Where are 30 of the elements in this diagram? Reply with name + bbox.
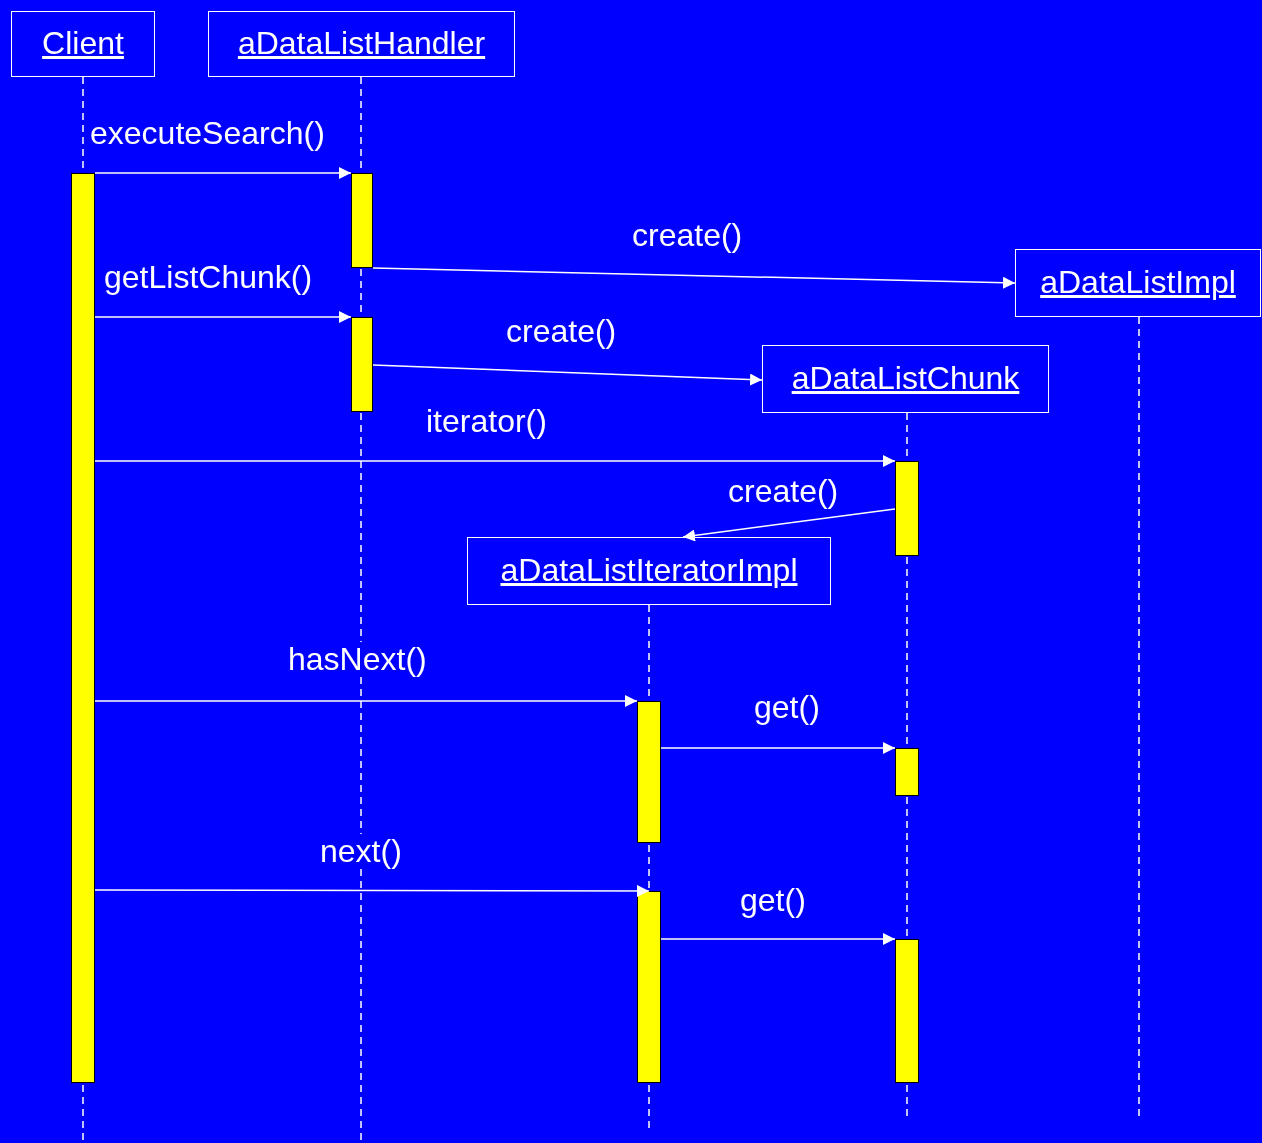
object-name: aDataListHandler	[237, 26, 486, 62]
object-name: Client	[42, 26, 124, 62]
message-arrow	[372, 267, 1016, 289]
message-arrow	[94, 311, 352, 323]
message-arrow	[682, 508, 896, 542]
message-label: hasNext()	[288, 642, 427, 678]
activation-bar	[351, 173, 373, 268]
message-arrow	[660, 933, 896, 945]
activation-bar	[895, 748, 919, 796]
object-name: aDataListChunk	[791, 361, 1020, 397]
object-box	[762, 345, 1049, 413]
message-arrow	[94, 167, 352, 179]
object-box	[208, 11, 515, 77]
message-arrow	[94, 455, 896, 467]
message-arrow	[372, 364, 763, 386]
object-name: aDataListIteratorImpl	[500, 553, 798, 589]
message-arrow	[94, 695, 638, 707]
activation-bar	[351, 317, 373, 412]
message-label: next()	[320, 834, 402, 870]
message-arrow	[94, 885, 650, 897]
object-name: aDataListImpl	[1040, 265, 1236, 301]
object-box	[11, 11, 155, 77]
activation-bar	[71, 173, 95, 1083]
object-box	[1015, 249, 1261, 317]
message-arrow	[660, 742, 896, 754]
activation-bar	[895, 461, 919, 556]
activation-bar	[637, 701, 661, 843]
activation-bar	[637, 891, 661, 1083]
object-box	[467, 537, 831, 605]
activation-bar	[895, 939, 919, 1083]
